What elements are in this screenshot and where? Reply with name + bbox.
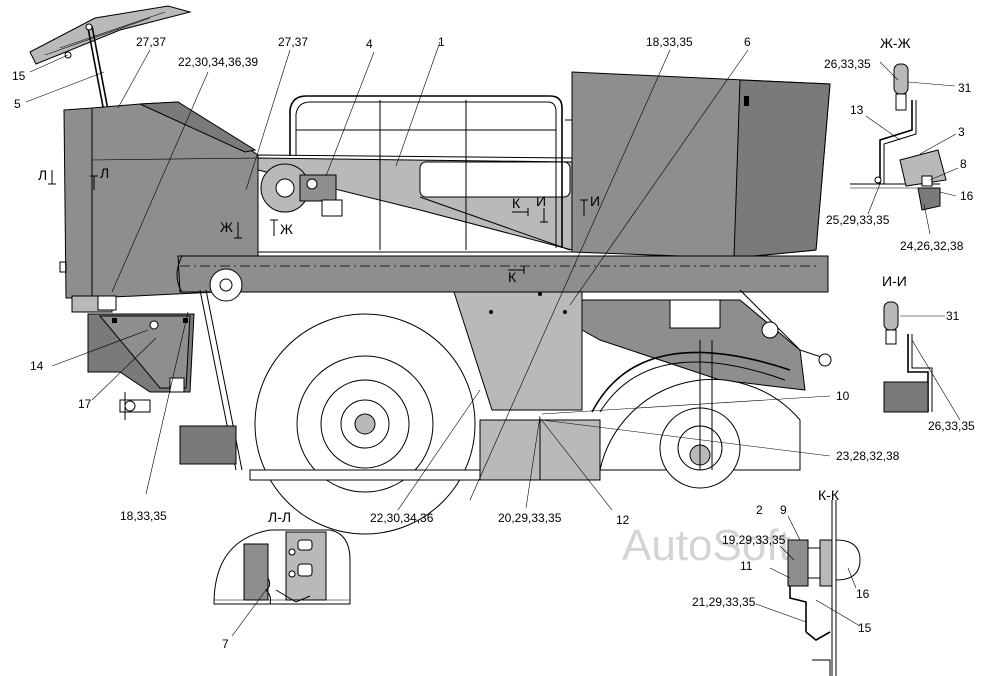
section-mark-l-right: Л — [100, 165, 109, 181]
zh-callout-26-33-35: 26,33,35 — [824, 57, 871, 71]
callout-6: 6 — [744, 35, 751, 49]
callout-22-30-34-36: 22,30,34,36 — [370, 511, 434, 525]
i-callout-26-33-35: 26,33,35 — [928, 419, 975, 433]
machine-side-view — [29, 5, 832, 535]
view-l: Л-Л — [213, 509, 351, 637]
support-strut — [87, 27, 105, 113]
view-l-title: Л-Л — [268, 509, 291, 525]
k-callout-19-29-33-35: 19,29,33,35 — [722, 533, 786, 547]
callout-18-33-35-top: 18,33,35 — [646, 35, 693, 49]
rear-fender — [591, 351, 791, 413]
zh-callout-3: 3 — [958, 125, 965, 139]
callout-23-28-32-38: 23,28,32,38 — [836, 449, 900, 463]
callout-18-33-35-bottom: 18,33,35 — [120, 509, 167, 523]
raised-cover — [29, 5, 192, 65]
section-mark-k-bottom: К — [508, 269, 517, 285]
section-mark-l-left: Л — [38, 167, 47, 183]
section-mark-zh-left: Ж — [220, 219, 233, 235]
section-mark-zh-right: Ж — [280, 221, 293, 237]
side-panel — [453, 291, 583, 411]
side-frame — [177, 255, 829, 293]
k-callout-16: 16 — [856, 587, 870, 601]
i-callout-31: 31 — [946, 309, 960, 323]
callout-22-30-34-36-39: 22,30,34,36,39 — [178, 55, 258, 69]
zh-callout-8: 8 — [960, 157, 967, 171]
section-marks: Л Л Ж Ж К К И И — [38, 165, 600, 285]
section-mark-k-top: К — [512, 195, 521, 211]
zh-callout-13: 13 — [850, 103, 864, 117]
view-zh-title: Ж-Ж — [880, 35, 911, 51]
zh-callout-25-29-33-35: 25,29,33,35 — [826, 213, 890, 227]
section-mark-i-right: И — [590, 193, 600, 209]
zh-callout-24-26-32-38: 24,26,32,38 — [900, 239, 964, 253]
callout-1: 1 — [438, 35, 445, 49]
callout-20-29-33-35: 20,29,33,35 — [498, 511, 562, 525]
k-callout-2: 2 — [756, 503, 763, 517]
k-callout-15: 15 — [858, 621, 872, 635]
callout-27-37-b: 27,37 — [278, 35, 308, 49]
watermark-text: AutoSoft — [622, 521, 791, 570]
railing — [289, 95, 563, 248]
section-mark-i-left: И — [536, 193, 546, 209]
leader-lines — [25, 41, 831, 511]
callout-10: 10 — [836, 389, 850, 403]
front-wheel — [254, 313, 476, 535]
callout-5: 5 — [14, 97, 21, 111]
callout-4: 4 — [366, 37, 373, 51]
view-k: К-К — [755, 487, 861, 676]
callout-12: 12 — [616, 513, 630, 527]
k-callout-11: 11 — [740, 559, 753, 573]
l-callout-7: 7 — [222, 637, 229, 651]
k-callout-21-29-33-35: 21,29,33,35 — [692, 595, 756, 609]
view-zh: Ж-Ж — [850, 35, 959, 235]
zh-callout-16: 16 — [960, 189, 974, 203]
view-i-title: И-И — [882, 273, 907, 289]
callout-14: 14 — [30, 359, 44, 373]
view-i: И-И — [882, 273, 961, 421]
front-shield — [63, 107, 93, 299]
k-callout-9: 9 — [780, 503, 787, 517]
callout-17: 17 — [78, 397, 92, 411]
view-k-title: К-К — [818, 487, 840, 503]
callout-15: 15 — [12, 69, 26, 83]
callout-27-37: 27,37 — [136, 35, 166, 49]
zh-callout-31: 31 — [958, 81, 972, 95]
